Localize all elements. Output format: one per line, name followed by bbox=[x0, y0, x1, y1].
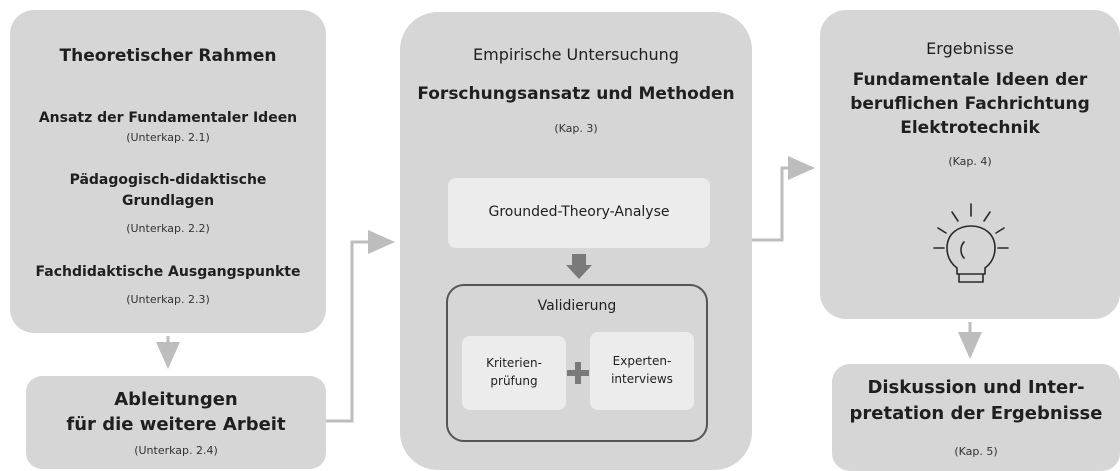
theory-item-2-label-line2: Grundlagen bbox=[121, 193, 215, 209]
study-ref: (Kap. 3) bbox=[554, 122, 598, 135]
discussion-ref: (Kap. 5) bbox=[954, 445, 998, 458]
discussion-line1: Diskussion und Inter- bbox=[867, 377, 1085, 398]
theory-item-3-ref: (Unterkap. 2.3) bbox=[126, 293, 210, 306]
theory-item-2-label-line1: Pädagogisch-didaktische bbox=[69, 172, 267, 188]
validation-title: Validierung bbox=[537, 298, 617, 314]
study-title: Forschungsansatz und Methoden bbox=[417, 84, 735, 104]
criteria-check-box: Kriterien- prüfung bbox=[462, 336, 566, 410]
criteria-check-line1: Kriterien- bbox=[486, 356, 542, 370]
plus-icon bbox=[567, 362, 589, 384]
derivations-line2: für die weitere Arbeit bbox=[66, 414, 286, 435]
arrow-study-to-results bbox=[752, 156, 815, 242]
discussion-line2: pretation der Ergebnisse bbox=[849, 403, 1103, 424]
derivations-box: Ableitungen für die weitere Arbeit (Unte… bbox=[26, 376, 326, 469]
discussion-box: Diskussion und Inter- pretation der Erge… bbox=[832, 364, 1120, 471]
results-heading: Ergebnisse bbox=[926, 39, 1014, 58]
expert-interviews-box: Experten- interviews bbox=[590, 332, 694, 410]
study-box: Empirische Untersuchung Forschungsansatz… bbox=[400, 12, 752, 470]
theory-item-3-label: Fachdidaktische Ausgangspunkte bbox=[35, 264, 301, 280]
results-title-line2: beruflichen Fachrichtung bbox=[850, 94, 1090, 114]
derivations-line1: Ableitungen bbox=[114, 389, 238, 410]
expert-interviews-line2: interviews bbox=[611, 372, 673, 386]
derivations-ref: (Unterkap. 2.4) bbox=[134, 444, 218, 457]
expert-interviews-line1: Experten- bbox=[612, 354, 672, 368]
analysis-box: Grounded-Theory-Analyse bbox=[448, 178, 710, 248]
results-ref: (Kap. 4) bbox=[948, 155, 992, 168]
results-title-line3: Elektrotechnik bbox=[900, 118, 1040, 138]
results-title-line1: Fundamentale Ideen der bbox=[852, 70, 1088, 90]
validation-box: Validierung Kriterien- prüfung Experten-… bbox=[446, 284, 708, 442]
theory-item-1-ref: (Unterkap. 2.1) bbox=[126, 131, 210, 144]
theory-item-2-ref: (Unterkap. 2.2) bbox=[126, 222, 210, 235]
theory-box: Theoretischer Rahmen Ansatz der Fundamen… bbox=[10, 10, 326, 333]
results-box: Ergebnisse Fundamentale Ideen der berufl… bbox=[820, 10, 1120, 319]
down-arrow-icon bbox=[566, 254, 592, 279]
lightbulb-icon bbox=[933, 203, 1009, 283]
arrow-derivations-to-study bbox=[326, 230, 395, 423]
study-heading: Empirische Untersuchung bbox=[473, 45, 679, 64]
analysis-label: Grounded-Theory-Analyse bbox=[488, 204, 670, 220]
theory-title: Theoretischer Rahmen bbox=[59, 46, 277, 66]
theory-item-1-label: Ansatz der Fundamentaler Ideen bbox=[38, 110, 298, 126]
criteria-check-line2: prüfung bbox=[490, 374, 538, 388]
